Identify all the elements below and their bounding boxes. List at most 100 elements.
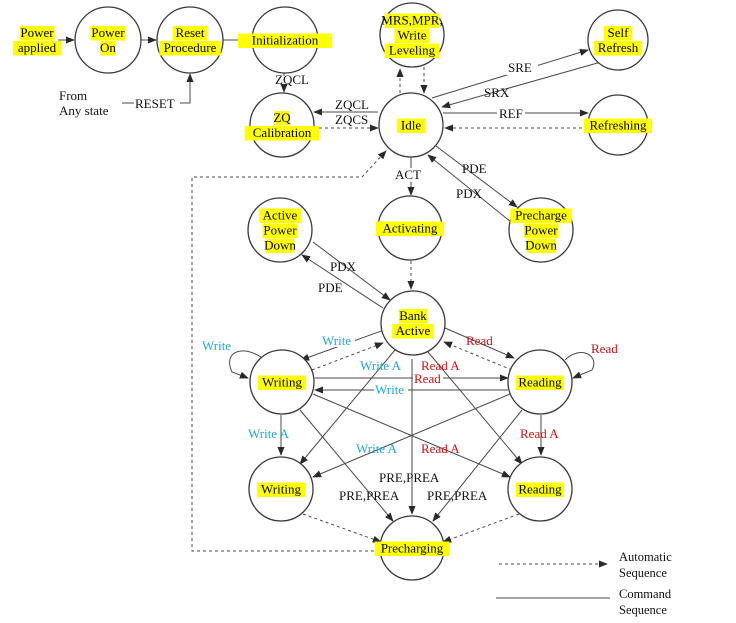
label-pdx-idle: PDX bbox=[456, 186, 483, 201]
label-highlight bbox=[259, 208, 301, 223]
label-read-a-cross: Read A bbox=[421, 441, 460, 456]
state-label: Leveling bbox=[389, 43, 436, 58]
label-srx: SRX bbox=[484, 85, 510, 100]
label-write-a-bank: Write A bbox=[360, 358, 402, 373]
state-idle: Idle bbox=[378, 92, 444, 158]
state-writing-top: Writing bbox=[249, 349, 315, 415]
state-label: applied bbox=[18, 40, 57, 55]
from-any-state-line1: From bbox=[59, 88, 87, 103]
from-any-state-line2: Any state bbox=[59, 103, 109, 118]
label-highlight bbox=[526, 238, 556, 253]
legend: Automatic Sequence Command Sequence bbox=[496, 550, 672, 617]
edge-writing-to-precharging bbox=[299, 409, 394, 522]
label-highlight bbox=[515, 482, 565, 497]
label-highlight bbox=[384, 43, 440, 58]
state-label: ZQ bbox=[273, 110, 291, 125]
label-highlight bbox=[274, 111, 290, 126]
state-initialization: Initialization bbox=[237, 6, 333, 74]
label-highlight bbox=[392, 324, 434, 339]
label-highlight bbox=[237, 33, 333, 48]
state-label: Active bbox=[396, 323, 431, 338]
edge-reading-to-bank bbox=[443, 341, 513, 371]
state-label: Self bbox=[608, 25, 630, 40]
label-ref: REF bbox=[499, 106, 523, 121]
label-act: ACT bbox=[395, 167, 421, 182]
state-label: Refresh bbox=[598, 40, 639, 55]
edge-bank-to-writing-a bbox=[299, 349, 396, 465]
label-highlight bbox=[398, 309, 428, 324]
edge-writing-bottom-to-precharging bbox=[302, 513, 382, 543]
label-write-from-bank: Write bbox=[322, 333, 351, 348]
legend-automatic-line1: Automatic bbox=[619, 550, 672, 564]
label-sre: SRE bbox=[508, 60, 532, 75]
state-refreshing: Refreshing bbox=[584, 94, 652, 156]
legend-command-line2: Sequence bbox=[619, 603, 667, 617]
state-reading-top: Reading bbox=[507, 349, 573, 415]
state-label: Active bbox=[263, 208, 298, 223]
state-label: Calibration bbox=[253, 125, 312, 140]
edge-active-pd-to-bank bbox=[312, 241, 391, 301]
edge-reading-bottom-to-precharging bbox=[442, 513, 520, 543]
label-pde-active: PDE bbox=[318, 280, 343, 295]
label-highlight bbox=[523, 223, 559, 238]
edge-labels: From Any state RESET ZQCL ZQCL ZQCS SRE … bbox=[59, 60, 618, 503]
state-label: Power bbox=[91, 25, 125, 40]
label-pdx-active: PDX bbox=[330, 259, 357, 274]
label-zqcl-init: ZQCL bbox=[275, 72, 309, 87]
label-write-a-cross: Write A bbox=[356, 441, 398, 456]
edge-idle-to-precharge-pd bbox=[435, 145, 518, 208]
label-highlight bbox=[172, 26, 208, 41]
label-write-self: Write bbox=[202, 338, 231, 353]
state-label: Precharge bbox=[515, 208, 567, 223]
state-label: Activating bbox=[383, 221, 438, 236]
label-read-self: Read bbox=[591, 341, 618, 356]
label-read-from-bank: Read bbox=[466, 333, 493, 348]
label-highlight bbox=[100, 41, 116, 56]
state-activating: Activating bbox=[376, 195, 444, 261]
state-label: Write bbox=[397, 28, 426, 43]
label-highlight bbox=[510, 208, 572, 223]
state-label: Power bbox=[524, 223, 558, 238]
state-label: Writing bbox=[261, 482, 301, 497]
label-highlight bbox=[384, 13, 440, 28]
edge-writing-to-bank bbox=[311, 342, 384, 371]
label-highlight bbox=[584, 118, 652, 133]
state-label: Precharging bbox=[381, 541, 444, 556]
label-highlight bbox=[394, 28, 430, 43]
state-label: Power bbox=[263, 223, 297, 238]
state-label: Procedure bbox=[164, 40, 217, 55]
state-label: Reading bbox=[518, 482, 562, 497]
legend-command-line1: Command bbox=[619, 587, 672, 601]
state-precharging: Precharging bbox=[374, 515, 450, 581]
state-reading-bottom: Reading bbox=[507, 456, 573, 522]
label-read-a-bank: Read A bbox=[421, 358, 460, 373]
label-highlight bbox=[12, 41, 62, 56]
label-read-cross: Read bbox=[414, 371, 441, 386]
label-highlight bbox=[376, 221, 444, 236]
state-label: Down bbox=[525, 238, 557, 253]
state-label: Bank bbox=[399, 308, 427, 323]
legend-automatic-line2: Sequence bbox=[619, 566, 667, 580]
label-highlight bbox=[396, 118, 426, 133]
label-highlight bbox=[244, 126, 320, 141]
label-pre-right: PRE,PREA bbox=[427, 488, 488, 503]
label-highlight bbox=[515, 375, 565, 390]
label-highlight bbox=[90, 26, 126, 41]
edge-writing-to-reading-a bbox=[312, 393, 511, 478]
label-write-a-down: Write A bbox=[248, 426, 290, 441]
edge-precharge-pd-to-idle bbox=[427, 154, 512, 223]
state-label: Initialization bbox=[252, 33, 319, 48]
label-highlight bbox=[603, 26, 633, 41]
edges bbox=[58, 36, 602, 552]
label-pre-left: PRE,PREA bbox=[339, 488, 400, 503]
